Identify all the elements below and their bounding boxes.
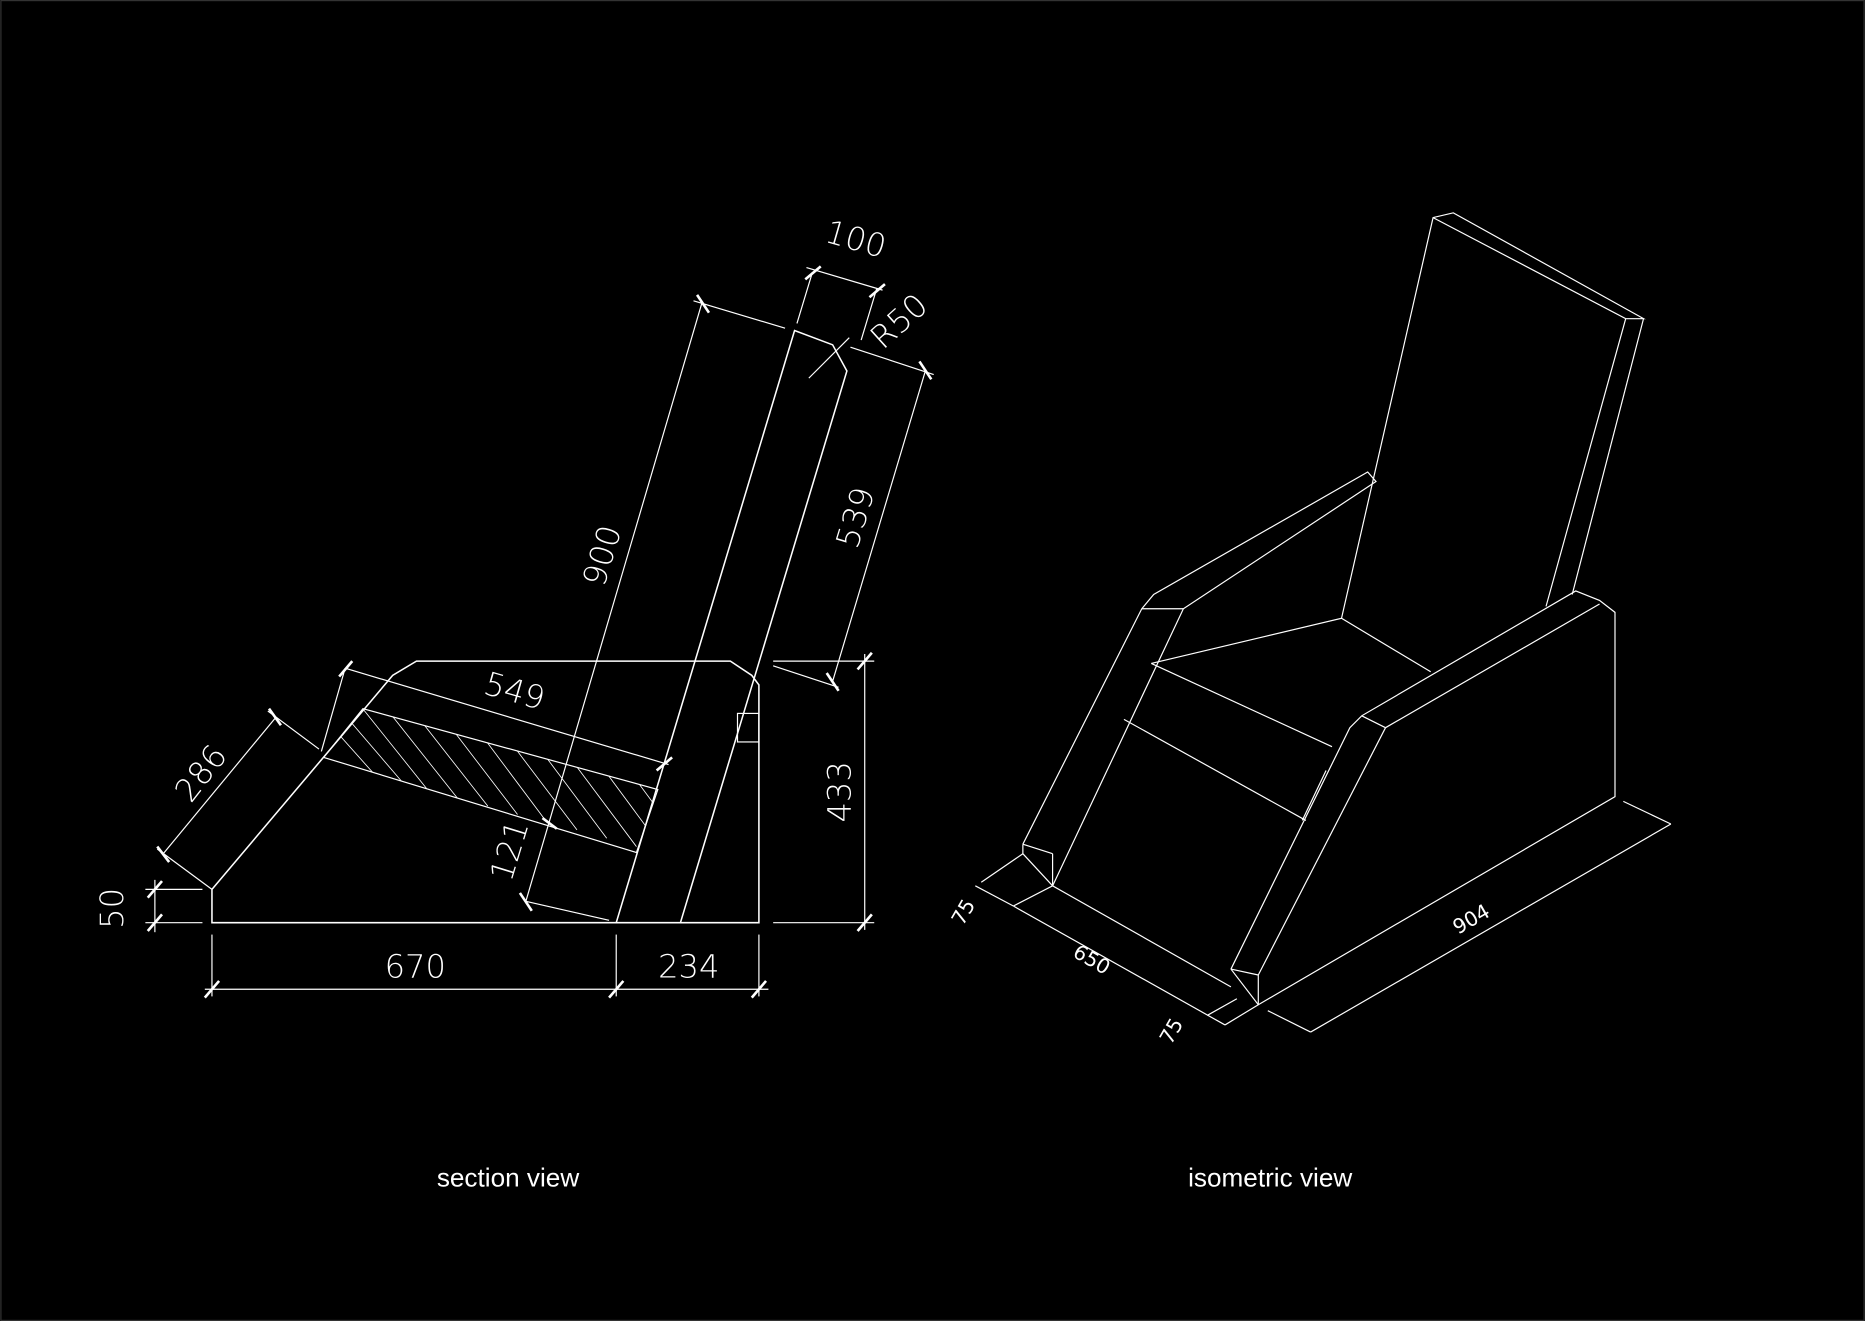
dim-50: 50 (93, 888, 131, 929)
dim-234: 234 (658, 947, 719, 985)
dim-670: 670 (385, 947, 446, 985)
backrest-outline (615, 329, 848, 923)
iso-dimension-lines (975, 800, 1672, 1033)
iso-backrest (1340, 212, 1646, 619)
section-view-caption: section view (437, 1163, 580, 1193)
isometric-view-caption: isometric view (1188, 1163, 1352, 1193)
iso-right-arm (1052, 590, 1616, 1006)
dimension-lines (145, 265, 934, 999)
dim-433: 433 (820, 761, 858, 822)
iso-seat (1123, 617, 1432, 821)
seat-base-outline (211, 660, 760, 924)
back-bracket (736, 712, 760, 743)
